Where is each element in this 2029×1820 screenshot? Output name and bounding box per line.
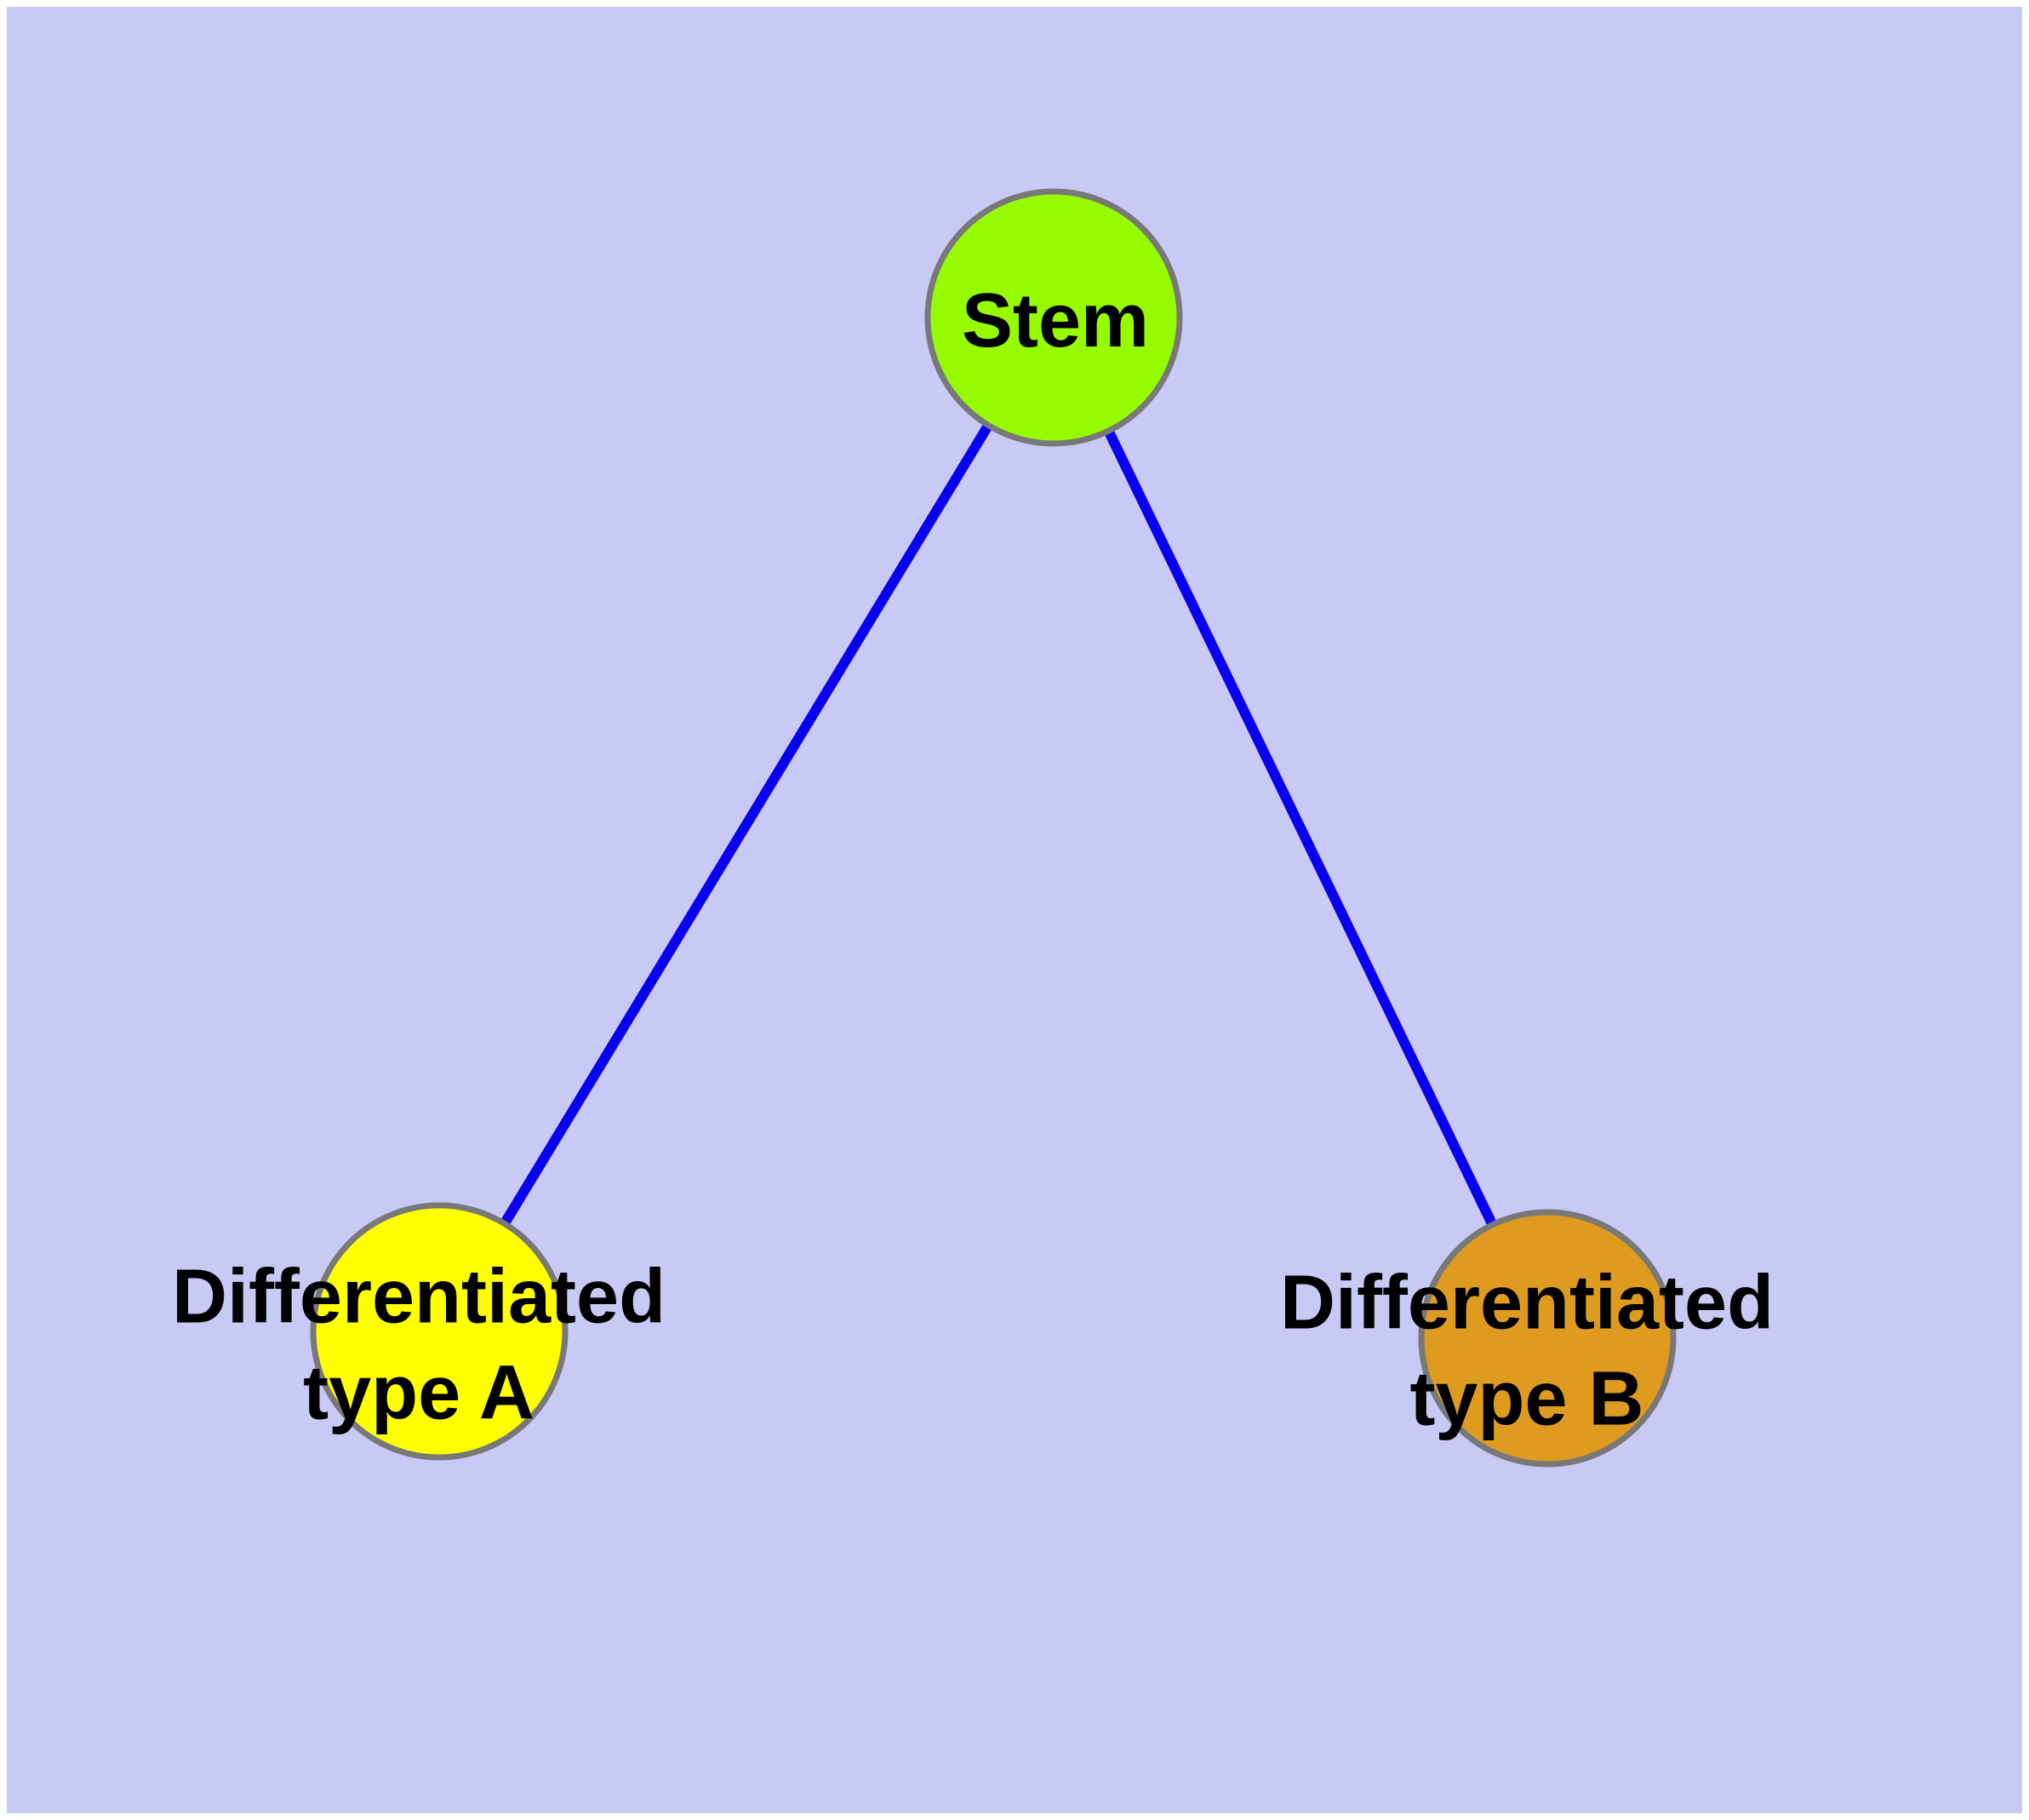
type-b-node-label-line2: type B bbox=[1409, 1356, 1644, 1441]
edge-stem-to-type-a bbox=[434, 314, 1059, 1335]
type-b-node-label-line1: Differentiated bbox=[1279, 1260, 1775, 1346]
type-a-node-circle bbox=[310, 1202, 569, 1461]
type-a-node-label-line1: Differentiated bbox=[171, 1254, 666, 1340]
type-b-node-circle bbox=[1418, 1209, 1677, 1468]
stem-node-circle bbox=[924, 188, 1183, 447]
edge-stem-to-type-b bbox=[1049, 315, 1552, 1341]
type-a-node-label: Differentiated type A bbox=[172, 1250, 666, 1441]
type-a-node-label-line2: type A bbox=[303, 1350, 534, 1435]
stem-node-label: Stem bbox=[961, 278, 1150, 363]
type-b-node-label: Differentiated type B bbox=[1280, 1256, 1774, 1447]
